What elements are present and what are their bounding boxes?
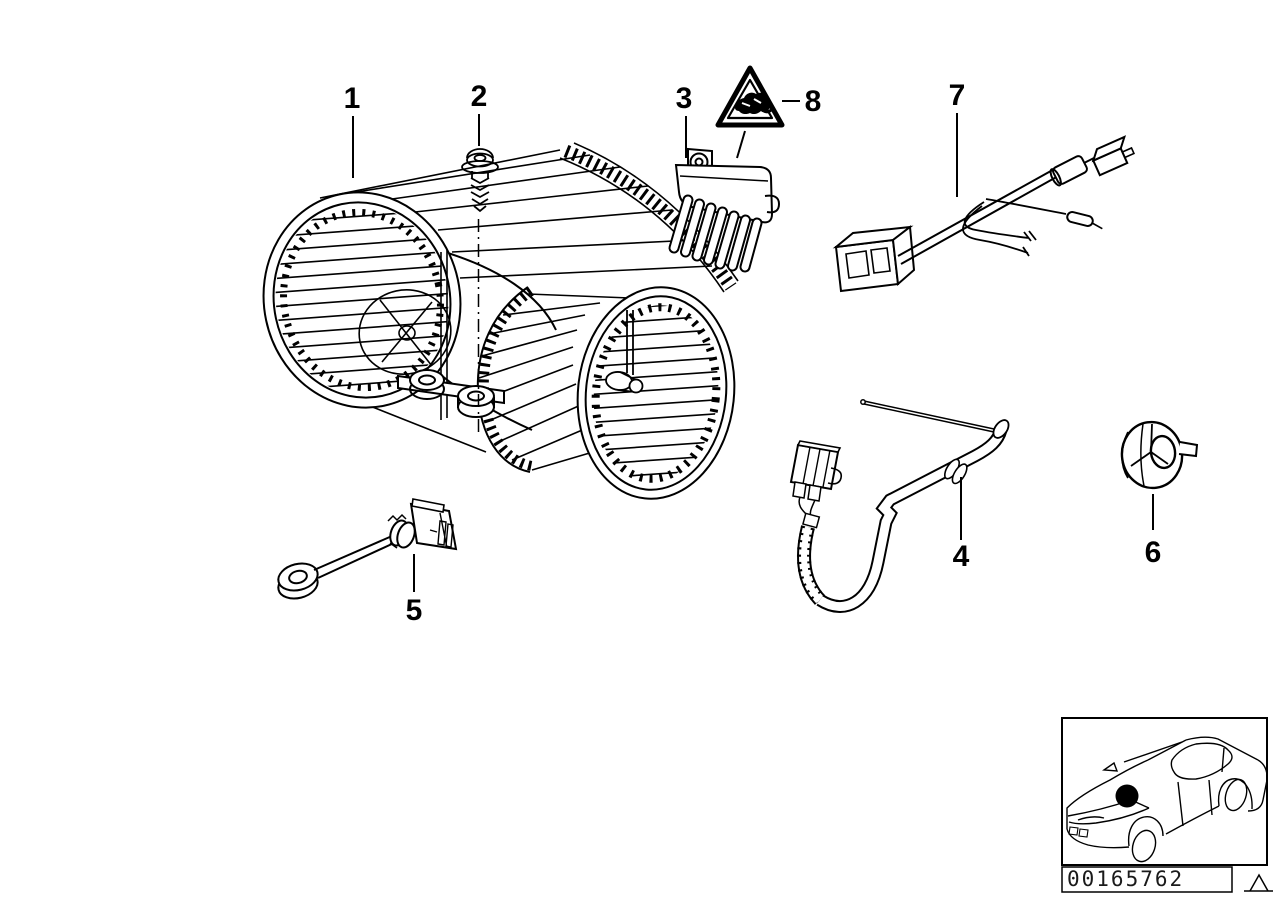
- callout-leader-lines: [352, 100, 1154, 592]
- crush-hazard-warning-triangle-icon: [715, 65, 785, 128]
- tube-elbow-cap: [992, 419, 1010, 439]
- left-wheel-fin-ring: [280, 208, 444, 392]
- hazard-glyph: [735, 92, 772, 115]
- blower-unit-drawing: [262, 142, 739, 500]
- thumbnail-frame: [1061, 717, 1268, 866]
- footer-warning-triangle-icon: [1244, 873, 1273, 892]
- evaporator-temperature-sensor-drawing: [789, 399, 1010, 613]
- right-fan-wheel: [576, 286, 736, 500]
- grommet-drawing: [1120, 420, 1199, 490]
- car-location-thumbnail: [1061, 717, 1268, 866]
- resistor-clip-tab: [764, 194, 781, 214]
- sensor-collar: [387, 513, 416, 549]
- callout-2[interactable]: 2: [471, 80, 488, 113]
- image-number: 00165762: [1067, 867, 1184, 891]
- tube-collar: [943, 458, 968, 485]
- location-dot: [1115, 784, 1139, 808]
- sensor-connector: [409, 498, 458, 551]
- motor-mounting-bracket: [397, 369, 505, 418]
- callout-1[interactable]: 1: [344, 82, 361, 115]
- sedan-outline-icon: [1066, 736, 1268, 863]
- callout-3[interactable]: 3: [676, 82, 693, 115]
- callout-6[interactable]: 6: [1145, 536, 1162, 569]
- left-fan-wheel: [262, 191, 462, 420]
- image-number-box: [1061, 866, 1233, 893]
- left-wheel-body-slats: [319, 149, 713, 453]
- right-wheel-hub: [605, 310, 644, 394]
- cable-branch-wires: [962, 198, 1067, 257]
- callout-5[interactable]: 5: [406, 594, 423, 627]
- resistor-pins: [668, 194, 763, 273]
- right-wheel-body-slats: [478, 293, 631, 471]
- callout-7[interactable]: 7: [949, 79, 966, 112]
- right-wheel-fin-ring: [591, 303, 721, 483]
- callout-4[interactable]: 4: [953, 540, 970, 573]
- temperature-sensor-drawing: [277, 498, 458, 600]
- screw-drawing: [461, 148, 499, 213]
- adapter-cable-drawing: [832, 135, 1136, 293]
- cable-sleeve: [1049, 155, 1088, 187]
- image-number-footer: 00165762: [1061, 866, 1273, 893]
- blower-resistor-drawing: [668, 147, 781, 273]
- callout-8[interactable]: 8: [805, 85, 822, 118]
- branch-terminal: [1066, 211, 1103, 230]
- cable-end-connector: [1091, 135, 1136, 177]
